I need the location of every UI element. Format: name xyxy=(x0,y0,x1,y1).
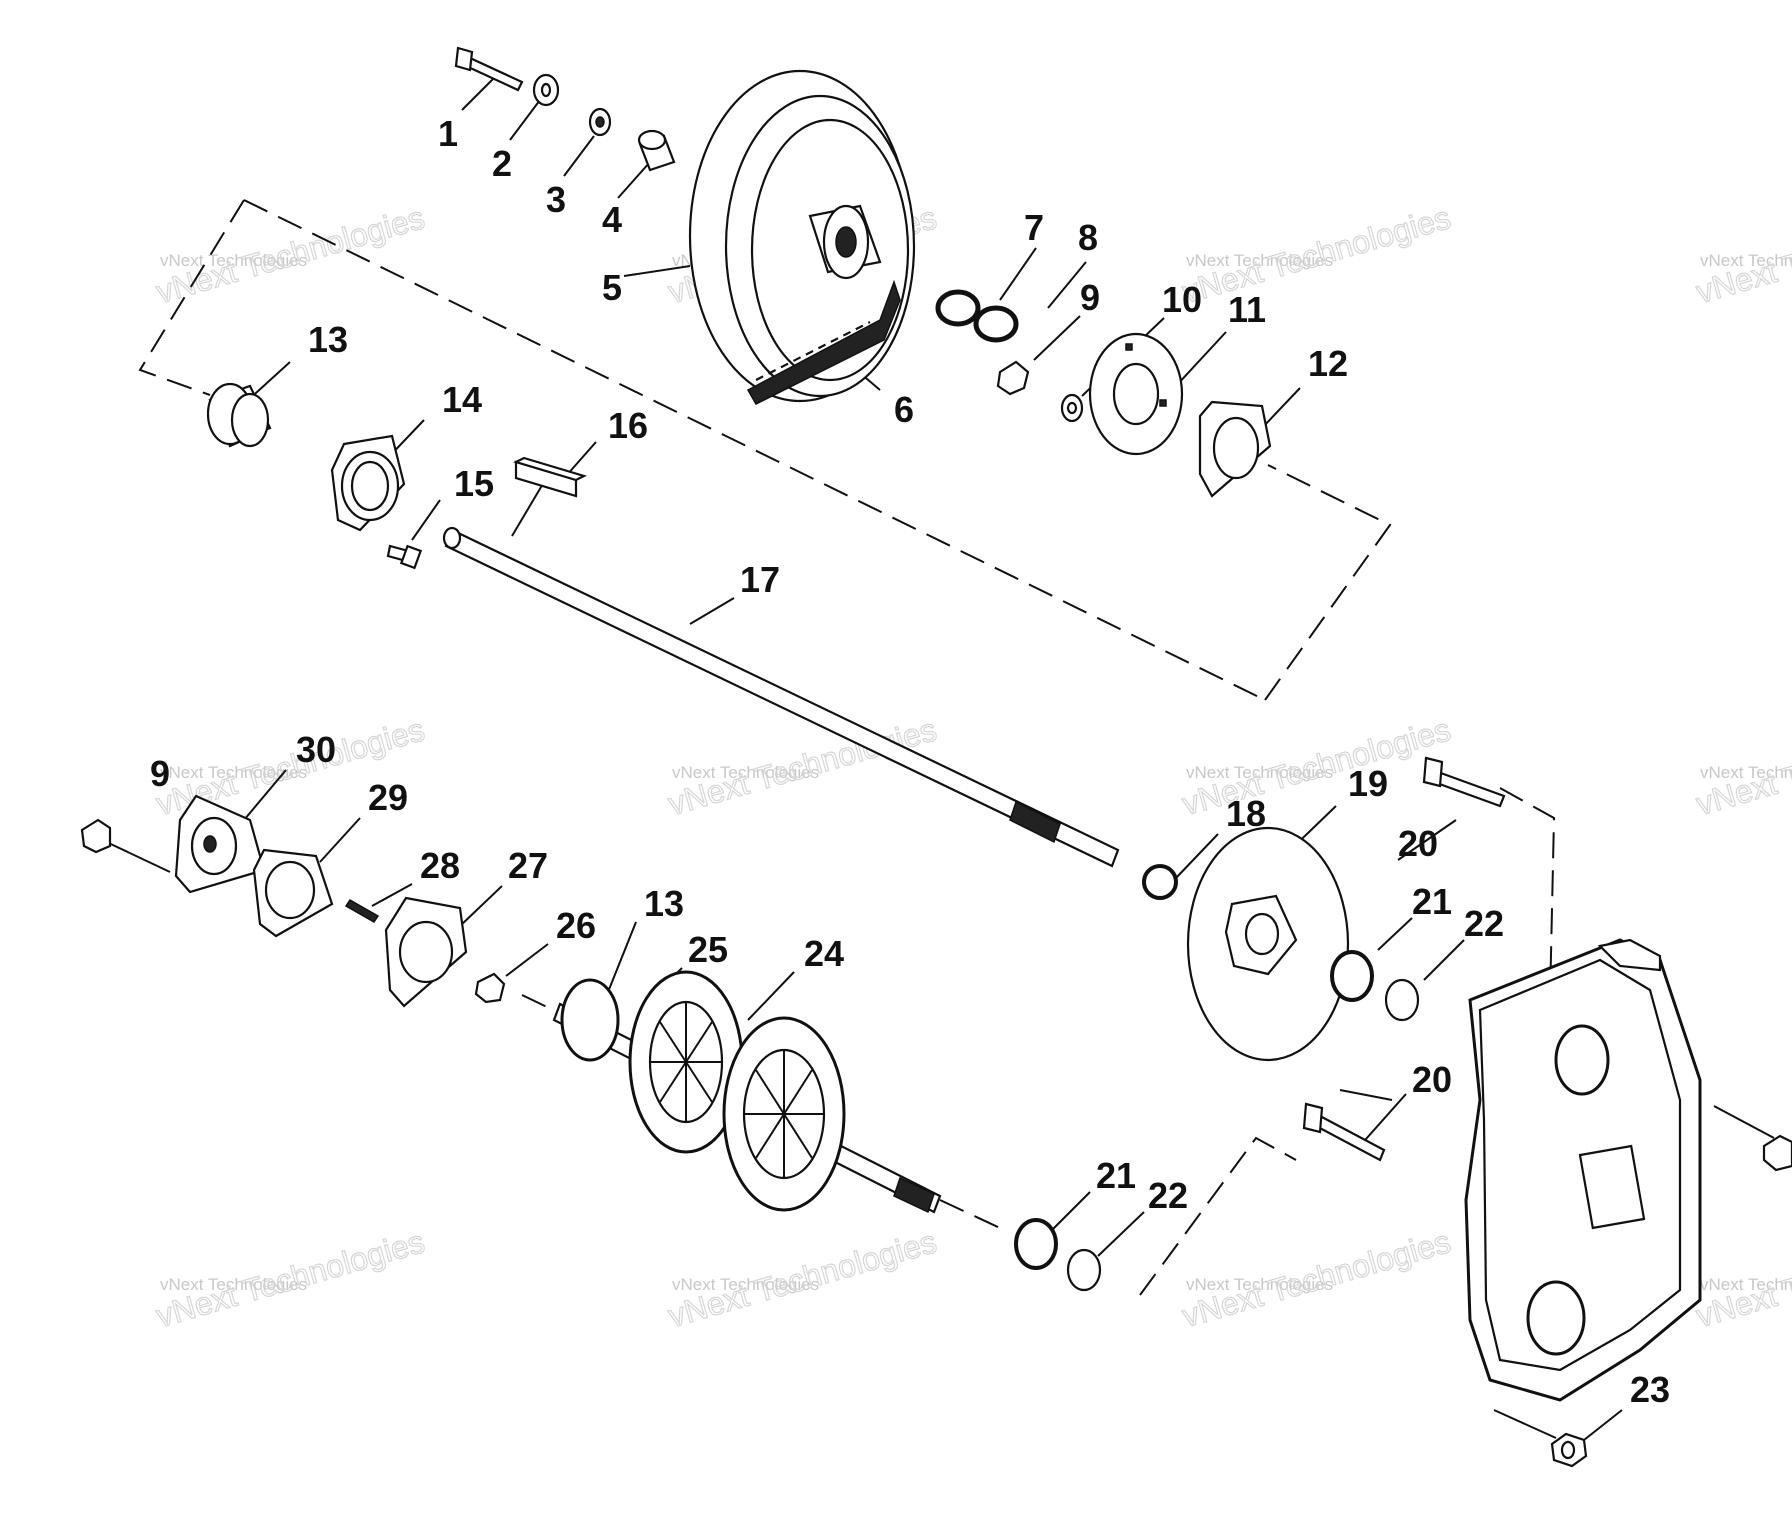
watermark-small-text: vNext Technologies xyxy=(672,763,819,782)
bearing-part-21-lower xyxy=(1014,1218,1058,1270)
nut-part-9-top xyxy=(996,360,1030,396)
watermark-small-text: vNext Technologies xyxy=(1700,763,1792,782)
callout-number: 23 xyxy=(1630,1369,1670,1410)
watermark-small-text: vNext Technologies xyxy=(1186,1275,1333,1294)
callout-number: 14 xyxy=(442,379,482,420)
callout-number: 17 xyxy=(740,559,780,600)
nut-part-26 xyxy=(474,972,506,1004)
shaft-part-17 xyxy=(442,526,1120,868)
brake-disc-part-19 xyxy=(1186,826,1350,1062)
callout-number: 8 xyxy=(1078,217,1098,258)
plate-part-11 xyxy=(1088,332,1184,456)
callout-number: 27 xyxy=(508,845,548,886)
watermark-small-text: vNext Technologies xyxy=(160,763,307,782)
upper-frame-line xyxy=(138,199,245,396)
callout-number: 20 xyxy=(1412,1059,1452,1100)
callout-number: 20 xyxy=(1398,823,1438,864)
bolt-part-20-upper xyxy=(1422,756,1506,808)
callout-number: 12 xyxy=(1308,343,1348,384)
snap-ring-part-18 xyxy=(1142,864,1178,900)
lock-washer-part-3 xyxy=(588,107,612,137)
flange-part-14 xyxy=(330,434,406,532)
leader-lines xyxy=(97,71,1775,1441)
callout-number: 24 xyxy=(804,933,844,974)
o-ring-part-8 xyxy=(973,305,1019,343)
callout-number: 15 xyxy=(454,463,494,504)
drive-shaft-assembly-part-24 xyxy=(552,970,942,1214)
sprocket-spokes xyxy=(650,1002,824,1178)
washer-part-10 xyxy=(1060,393,1084,423)
callout-number: 4 xyxy=(602,199,622,240)
callout-number: 6 xyxy=(894,389,914,430)
alignment-lines xyxy=(138,199,1556,1296)
o-ring-part-7 xyxy=(935,289,981,327)
callout-number: 5 xyxy=(602,267,622,308)
callout-number: 25 xyxy=(688,929,728,970)
lower-shaft-line xyxy=(939,1199,1001,1229)
callout-number: 9 xyxy=(1080,277,1100,318)
bolt-frame-line xyxy=(1499,787,1556,1001)
washer-part-2 xyxy=(532,73,560,107)
watermark-small-text: vNext Technologies xyxy=(160,251,307,270)
nut-part-edge xyxy=(1762,1134,1792,1172)
watermark-small-text: vNext Technologies xyxy=(1700,251,1792,270)
chaincase-housing xyxy=(1464,938,1702,1402)
flange-part-12 xyxy=(1198,400,1272,498)
callout-number: 16 xyxy=(608,405,648,446)
callout-number: 1 xyxy=(438,113,458,154)
watermark-small-text: vNext Technologies xyxy=(672,1275,819,1294)
watermark-small-text: vNext Technologies xyxy=(1186,763,1333,782)
callout-number: 13 xyxy=(308,319,348,360)
chain-part-6 xyxy=(746,279,901,405)
watermark-small-text: vNext Technologies xyxy=(1186,251,1333,270)
seal-part-22-upper xyxy=(1384,978,1420,1022)
screw-part-15 xyxy=(386,544,423,570)
lower-frame-line xyxy=(1139,1136,1297,1296)
callout-number: 21 xyxy=(1096,1155,1136,1196)
callout-number: 30 xyxy=(296,729,336,770)
watermark-small-text: vNext Technologies xyxy=(1700,1275,1792,1294)
bearing-part-21-upper xyxy=(1330,950,1374,1002)
callout-number: 21 xyxy=(1412,881,1452,922)
callout-number: 18 xyxy=(1226,793,1266,834)
nut-part-9-lower xyxy=(80,818,112,854)
callout-number: 13 xyxy=(644,883,684,924)
callout-number: 19 xyxy=(1348,763,1388,804)
callout-number: 28 xyxy=(420,845,460,886)
nut-part-23 xyxy=(1550,1432,1588,1468)
key-part-16 xyxy=(513,456,587,498)
pin-part-28 xyxy=(344,899,380,923)
callout-number: 7 xyxy=(1024,207,1044,248)
gasket-part-29 xyxy=(252,848,334,938)
spacer-part-4 xyxy=(637,129,676,172)
callout-number: 10 xyxy=(1162,279,1202,320)
callout-number: 29 xyxy=(368,777,408,818)
bolt-part-20-lower xyxy=(1302,1102,1386,1162)
right-frame-line xyxy=(1264,464,1392,701)
callout-number: 22 xyxy=(1464,903,1504,944)
callout-number: 26 xyxy=(556,905,596,946)
callout-number: 2 xyxy=(492,143,512,184)
watermark-small-text: vNext Technologies xyxy=(160,1275,307,1294)
pulley-part-5 xyxy=(688,69,916,403)
callout-number: 11 xyxy=(1228,289,1266,330)
callout-number: 3 xyxy=(546,179,566,220)
flange-part-30 xyxy=(174,794,266,894)
callout-number: 9 xyxy=(150,753,170,794)
flange-part-27 xyxy=(384,896,468,1008)
bolt-part-1 xyxy=(454,46,524,92)
callout-number: 22 xyxy=(1148,1175,1188,1216)
seal-part-22-lower xyxy=(1066,1248,1102,1292)
bearing-part-13-top xyxy=(206,382,272,448)
